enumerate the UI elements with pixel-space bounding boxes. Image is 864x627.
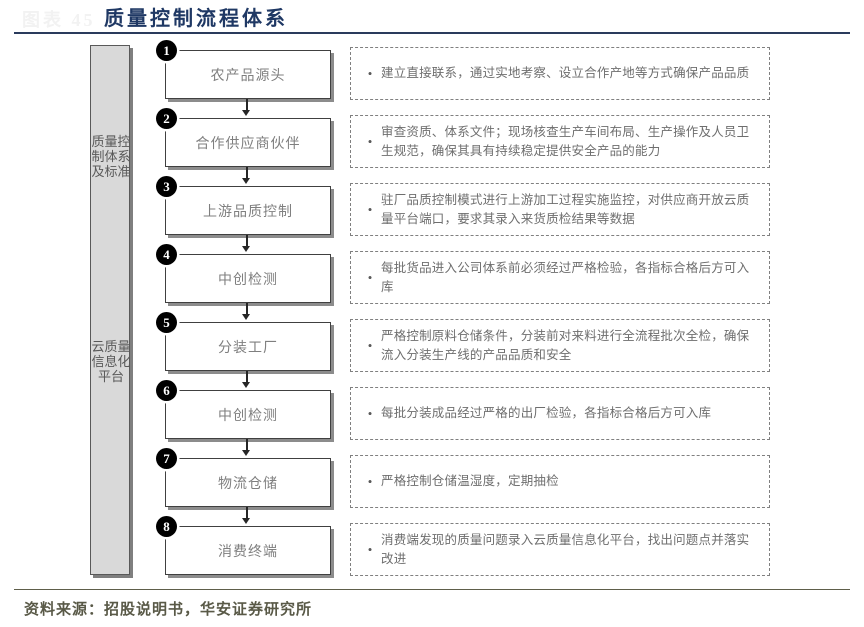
description-text-4: 每批货品进入公司体系前必须经过严格检验，各指标合格后方可入库 (381, 260, 750, 294)
step-number-5: 5 (156, 312, 177, 333)
flow-box-6[interactable]: 中创检测 (165, 390, 331, 439)
flow-stage-1: 1 农产品源头 • 建立直接联系，通过实地考察、设立合作产地等方式确保产品品质 (0, 35, 864, 116)
step-number-2: 2 (156, 108, 177, 129)
flow-box-label-1: 农产品源头 (210, 68, 286, 84)
flow-stage-7: 7 物流仓储 • 严格控制仓储温湿度，定期抽检 (0, 443, 864, 524)
flow-box-2[interactable]: 合作供应商伙伴 (165, 118, 331, 167)
flow-stage-8: 8 消费终端 • 消费端发现的质量问题录入云质量信息化平台，找出问题点并落实改进 (0, 511, 864, 578)
flow-connector-arrow-5 (243, 371, 250, 388)
flow-stage-2: 2 合作供应商伙伴 • 审查资质、体系文件；现场核查生产车间布局、生产操作及人员… (0, 103, 864, 184)
flow-box-8[interactable]: 消费终端 (165, 526, 331, 575)
quality-control-flow-diagram: 质量控制体系及标准 云质量信息化平台 1 农产品源头 • 建立直接联系，通过实地… (0, 35, 864, 585)
sidebar-label-cloud-platform: 云质量信息化平台 (91, 339, 131, 384)
page-header: 图表 45 质量控制流程体系 (0, 0, 864, 35)
step-number-6: 6 (156, 380, 177, 401)
bullet-icon-7: • (367, 474, 373, 489)
vertical-system-bar: 质量控制体系及标准 云质量信息化平台 (90, 45, 131, 575)
page-title: 质量控制流程体系 (104, 8, 288, 30)
flow-box-label-7: 物流仓储 (218, 476, 278, 492)
step-number-4: 4 (156, 244, 177, 265)
flow-connector-arrow-6 (243, 439, 250, 456)
flow-connector-arrow-2 (243, 167, 250, 184)
sidebar-label-standards: 质量控制体系及标准 (91, 134, 131, 179)
source-note: 资料来源：招股说明书，华安证券研究所 (24, 602, 313, 618)
description-box-2: • 审查资质、体系文件；现场核查生产车间布局、生产操作及人员卫生规范，确保其具有… (350, 115, 770, 168)
flow-stage-6: 6 中创检测 • 每批分装成品经过严格的出厂检验，各指标合格后方可入库 (0, 375, 864, 456)
footer-divider (14, 589, 850, 590)
description-box-8: • 消费端发现的质量问题录入云质量信息化平台，找出问题点并落实改进 (350, 523, 770, 576)
description-box-4: • 每批货品进入公司体系前必须经过严格检验，各指标合格后方可入库 (350, 251, 770, 304)
description-text-3: 驻厂品质控制模式进行上游加工过程实施监控，对供应商开放云质量平台端口，要求其录入… (381, 192, 750, 226)
flow-connector-arrow-4 (243, 303, 250, 320)
step-number-3: 3 (156, 176, 177, 197)
bullet-icon-4: • (367, 270, 373, 285)
flow-box-label-2: 合作供应商伙伴 (195, 136, 301, 152)
description-box-5: • 严格控制原料仓储条件，分装前对来料进行全流程批次全检，确保流入分装生产线的产… (350, 319, 770, 372)
bullet-icon-6: • (367, 406, 373, 421)
flow-box-7[interactable]: 物流仓储 (165, 458, 331, 507)
step-number-7: 7 (156, 448, 177, 469)
flow-connector-arrow-3 (243, 235, 250, 252)
flow-box-1[interactable]: 农产品源头 (165, 50, 331, 99)
step-number-1: 1 (156, 40, 177, 61)
flow-box-label-6: 中创检测 (218, 408, 278, 424)
flow-box-label-4: 中创检测 (218, 272, 278, 288)
flow-box-label-8: 消费终端 (218, 544, 278, 560)
description-text-7: 严格控制仓储温湿度，定期抽检 (381, 474, 559, 488)
description-text-2: 审查资质、体系文件；现场核查生产车间布局、生产操作及人员卫生规范，确保其具有持续… (381, 124, 750, 158)
description-text-5: 严格控制原料仓储条件，分装前对来料进行全流程批次全检，确保流入分装生产线的产品品… (381, 328, 750, 362)
flow-stage-3: 3 上游品质控制 • 驻厂品质控制模式进行上游加工过程实施监控，对供应商开放云质… (0, 171, 864, 252)
step-number-8: 8 (156, 516, 177, 537)
description-text-8: 消费端发现的质量问题录入云质量信息化平台，找出问题点并落实改进 (381, 532, 750, 566)
flow-box-4[interactable]: 中创检测 (165, 254, 331, 303)
flow-box-label-3: 上游品质控制 (203, 204, 293, 220)
description-box-6: • 每批分装成品经过严格的出厂检验，各指标合格后方可入库 (350, 387, 770, 440)
bullet-icon-2: • (367, 134, 373, 149)
title-divider (14, 32, 850, 34)
bullet-icon-5: • (367, 338, 373, 353)
bullet-icon-8: • (367, 542, 373, 557)
bullet-icon-3: • (367, 202, 373, 217)
description-text-6: 每批分装成品经过严格的出厂检验，各指标合格后方可入库 (381, 406, 712, 420)
description-text-1: 建立直接联系，通过实地考察、设立合作产地等方式确保产品品质 (381, 66, 750, 80)
flow-box-5[interactable]: 分装工厂 (165, 322, 331, 371)
figure-label: 图表 45 (22, 10, 96, 30)
flow-stage-5: 5 分装工厂 • 严格控制原料仓储条件，分装前对来料进行全流程批次全检，确保流入… (0, 307, 864, 388)
flow-box-label-5: 分装工厂 (218, 340, 278, 356)
description-box-3: • 驻厂品质控制模式进行上游加工过程实施监控，对供应商开放云质量平台端口，要求其… (350, 183, 770, 236)
flow-box-3[interactable]: 上游品质控制 (165, 186, 331, 235)
flow-stage-4: 4 中创检测 • 每批货品进入公司体系前必须经过严格检验，各指标合格后方可入库 (0, 239, 864, 320)
description-box-7: • 严格控制仓储温湿度，定期抽检 (350, 455, 770, 508)
bullet-icon-1: • (367, 66, 373, 81)
flow-connector-arrow-1 (243, 99, 250, 116)
description-box-1: • 建立直接联系，通过实地考察、设立合作产地等方式确保产品品质 (350, 47, 770, 100)
flow-connector-arrow-7 (243, 507, 250, 524)
